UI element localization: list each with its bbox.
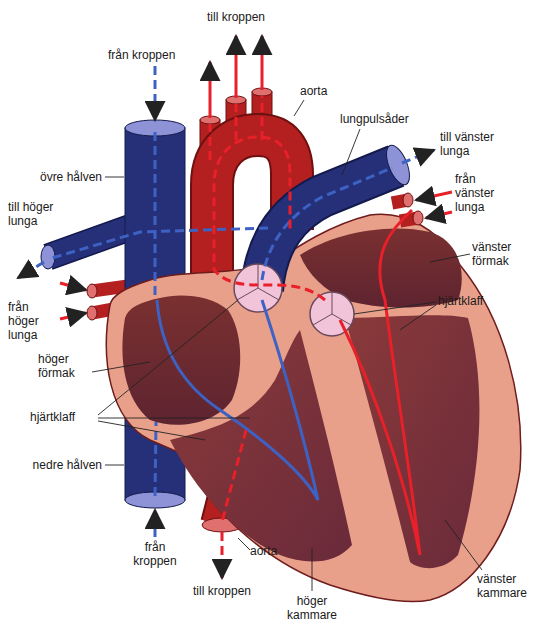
part-label: från höger lunga (8, 300, 56, 342)
leader-line (354, 302, 436, 314)
flow-arrow (154, 510, 157, 537)
flow-arrow (60, 313, 86, 319)
left-ventricle (345, 315, 479, 568)
part-label: höger kammare (282, 594, 342, 622)
leader-line (312, 548, 313, 591)
leader-line (98, 418, 250, 419)
part-label: till vänster lunga (440, 130, 518, 158)
flow-arrow (402, 150, 434, 163)
leader-line (445, 520, 482, 570)
right-atrium (122, 296, 240, 425)
blood-flow-line (210, 96, 262, 160)
part-label: lungpulsåder (340, 112, 430, 126)
heart-wall (106, 214, 520, 601)
blood-flow-line (222, 430, 246, 522)
part-label: till kroppen (195, 10, 277, 24)
blood-flow-line (262, 168, 392, 280)
part-label: aorta (250, 544, 295, 558)
flow-arrow (209, 62, 212, 118)
pulmonary-trunk (262, 166, 396, 290)
part-label: nedre hålven (8, 458, 102, 472)
part-label: från kroppen (108, 48, 198, 62)
leader-line (105, 465, 124, 466)
leader-line (400, 305, 436, 330)
part-label: hjärtklaff (30, 410, 100, 424)
leader-line (105, 177, 124, 178)
leader-line (294, 100, 304, 116)
leader-line (92, 362, 150, 372)
flow-arrow (235, 36, 238, 98)
vein-opening (413, 211, 423, 225)
part-label: från kroppen (125, 540, 185, 568)
leader-line (98, 300, 238, 415)
blood-flow-line (340, 210, 420, 555)
part-label: till höger lunga (8, 200, 56, 228)
leader-line (238, 538, 250, 550)
pulmonary-trunk-outline (262, 166, 396, 290)
vein-opening (87, 284, 97, 298)
blood-flow-line (154, 132, 157, 298)
valve-cusps (237, 264, 279, 300)
part-label: från vänster lunga (455, 172, 510, 214)
flow-arrow (221, 532, 224, 578)
leader-line (342, 129, 360, 175)
leader-line (98, 421, 205, 440)
flow-arrow (154, 66, 157, 120)
trunk-opening (382, 142, 414, 188)
leader-line (430, 254, 470, 262)
flow-arrow (261, 36, 264, 90)
part-label: höger förmak (38, 352, 93, 380)
blood-flow-line (214, 137, 325, 300)
part-label: vänster kammare (477, 572, 535, 600)
right-ventricle (170, 330, 352, 562)
blood-flow-line (155, 422, 156, 496)
vein-opening (403, 193, 413, 207)
part-label: vänster förmak (472, 240, 534, 268)
flow-arrow (60, 283, 86, 290)
leader-lines (92, 100, 482, 591)
part-label: övre hålven (8, 170, 102, 184)
flow-arrow (416, 192, 452, 200)
part-label: till kroppen (192, 584, 252, 598)
heart-valve (234, 264, 282, 312)
part-label: aorta (300, 84, 345, 98)
flow-arrow (426, 212, 452, 218)
blood-flow-line (157, 300, 318, 500)
vein-opening (87, 306, 97, 320)
heart-valve (310, 292, 354, 336)
part-label: hjärtklaff (438, 294, 508, 308)
flow-arrow (18, 262, 44, 278)
blood-flow-line (52, 228, 268, 258)
